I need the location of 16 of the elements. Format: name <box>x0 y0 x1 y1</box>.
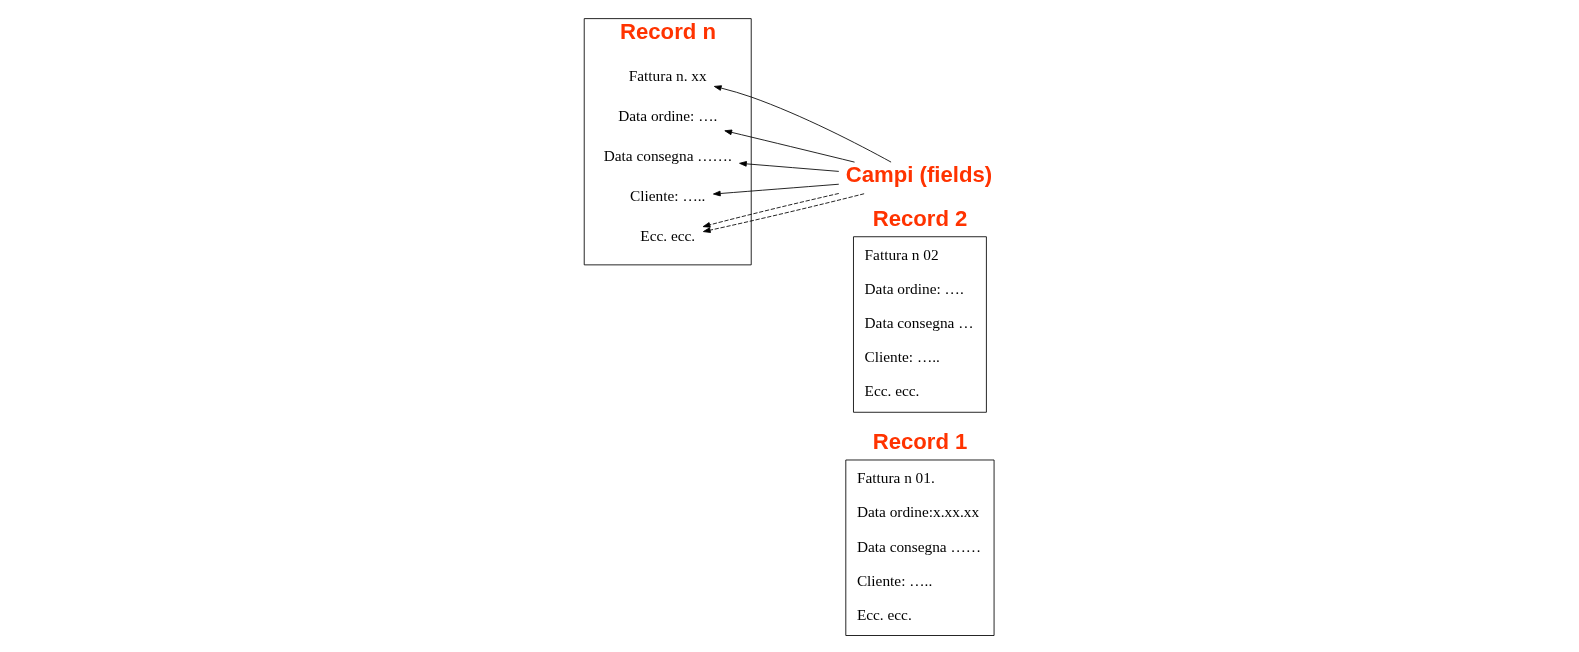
node-box: Fattura n 01. Data ordine:x.xx.xx Data consegna …… Cliente: ….. Ecc. ecc. <box>844 459 994 636</box>
node-label: Record 1 <box>872 428 967 454</box>
node-text: Fattura n. xx <box>628 67 707 85</box>
node-box: Fattura n 02 Data ordine: …. Data consegna … Cliente: ….. Ecc. ecc. <box>852 236 987 413</box>
arrow <box>713 85 891 163</box>
arrow <box>738 161 839 172</box>
node-text: Campi (fields) <box>845 162 992 188</box>
node-label: Record 2 <box>872 205 967 231</box>
arrow <box>712 183 839 197</box>
node-text: Data consegna ……. <box>603 147 732 165</box>
arrow <box>702 193 865 233</box>
arrow <box>723 129 855 163</box>
node-text: Cliente: ….. <box>629 187 705 205</box>
node-text: Ecc. ecc. <box>639 227 695 245</box>
node-text: Data ordine: …. <box>617 107 717 125</box>
arrow <box>702 193 839 228</box>
